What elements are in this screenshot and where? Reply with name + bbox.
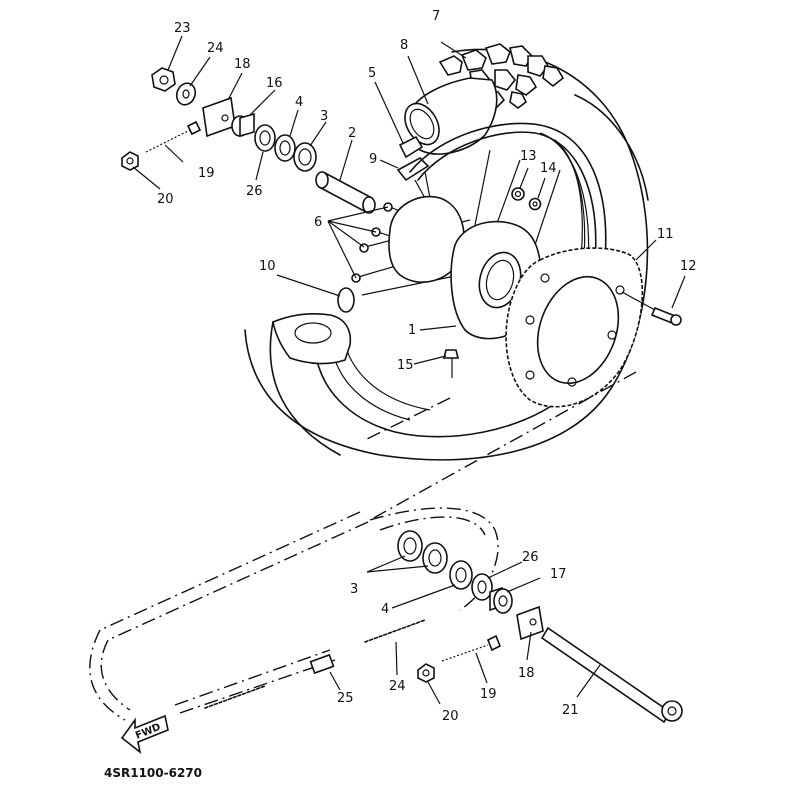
bearing-3-lower-b[interactable] xyxy=(422,542,448,574)
spacer[interactable] xyxy=(315,171,376,214)
callout-12[interactable]: 12 xyxy=(680,259,697,274)
callout-25[interactable]: 25 xyxy=(337,691,354,706)
callout-10[interactable]: 10 xyxy=(259,259,276,274)
callout-19-lower[interactable]: 19 xyxy=(480,687,497,702)
chain-joint[interactable] xyxy=(309,653,335,675)
callout-3-lower[interactable]: 3 xyxy=(350,582,358,597)
hub[interactable] xyxy=(388,195,542,340)
cover-26[interactable] xyxy=(254,124,276,152)
callout-8[interactable]: 8 xyxy=(400,38,408,53)
callout-19[interactable]: 19 xyxy=(198,166,215,181)
rim[interactable] xyxy=(409,122,607,301)
callout-18[interactable]: 18 xyxy=(234,57,251,72)
axle-nut[interactable] xyxy=(151,67,176,92)
bearing-3[interactable] xyxy=(293,142,317,172)
collar-17[interactable] xyxy=(489,586,513,614)
collar-16[interactable] xyxy=(231,112,255,138)
callout-7[interactable]: 7 xyxy=(432,9,440,24)
bearing-3-lower-a[interactable] xyxy=(397,530,423,562)
callout-15[interactable]: 15 xyxy=(397,358,414,373)
callout-11[interactable]: 11 xyxy=(657,227,674,242)
callout-20-lower[interactable]: 20 xyxy=(442,709,459,724)
callout-17[interactable]: 17 xyxy=(550,567,567,582)
nut-20[interactable] xyxy=(121,151,139,171)
callout-16[interactable]: 16 xyxy=(266,76,283,91)
leader-lines xyxy=(132,35,686,705)
oil-seal-4-lower[interactable] xyxy=(449,560,473,590)
rim-band[interactable] xyxy=(398,135,424,159)
chain-puller-lower[interactable] xyxy=(516,605,544,641)
sprocket-bolt[interactable] xyxy=(621,291,682,326)
callout-22[interactable]: 23 xyxy=(174,21,191,36)
callout-3[interactable]: 3 xyxy=(320,109,328,124)
callout-26[interactable]: 26 xyxy=(246,184,263,199)
washer-23[interactable] xyxy=(174,81,198,108)
adjusting-bolt-lower[interactable] xyxy=(441,634,502,662)
nut-20-lower[interactable] xyxy=(417,663,435,683)
callout-14[interactable]: 14 xyxy=(540,161,557,176)
drive-chain[interactable] xyxy=(204,619,426,709)
adjusting-bolt[interactable] xyxy=(145,120,202,153)
chain-puller[interactable] xyxy=(202,96,236,138)
callout-21[interactable]: 21 xyxy=(562,703,579,718)
rim-lock[interactable] xyxy=(272,287,355,365)
chain-path xyxy=(89,371,637,721)
callout-4[interactable]: 4 xyxy=(295,95,303,110)
callout-labels: 23 24 18 16 4 3 2 26 19 20 7 8 5 9 13 14… xyxy=(157,9,697,724)
oil-seal-4[interactable] xyxy=(274,134,296,162)
rim-lock-nut[interactable] xyxy=(442,349,460,378)
cover-26-lower[interactable] xyxy=(471,573,493,601)
callout-5[interactable]: 5 xyxy=(368,66,376,81)
washer-14[interactable] xyxy=(528,197,542,211)
callout-4-lower[interactable]: 4 xyxy=(381,602,389,617)
callout-26-lower[interactable]: 26 xyxy=(522,550,539,565)
callout-6[interactable]: 6 xyxy=(314,215,322,230)
diagram-code: 4SR1100-6270 xyxy=(104,766,202,780)
callout-9[interactable]: 9 xyxy=(369,152,377,167)
callout-24[interactable]: 24 xyxy=(389,679,406,694)
callout-20[interactable]: 20 xyxy=(157,192,174,207)
callout-23[interactable]: 24 xyxy=(207,41,224,56)
callout-1[interactable]: 1 xyxy=(408,323,416,338)
driven-sprocket[interactable] xyxy=(505,247,644,408)
nut-13[interactable] xyxy=(511,187,525,201)
wheel-axle[interactable] xyxy=(540,626,683,724)
callout-2[interactable]: 2 xyxy=(348,126,356,141)
callout-13[interactable]: 13 xyxy=(520,149,537,164)
callout-18-lower[interactable]: 18 xyxy=(518,666,535,681)
fwd-arrow-icon: FWD xyxy=(120,714,169,754)
